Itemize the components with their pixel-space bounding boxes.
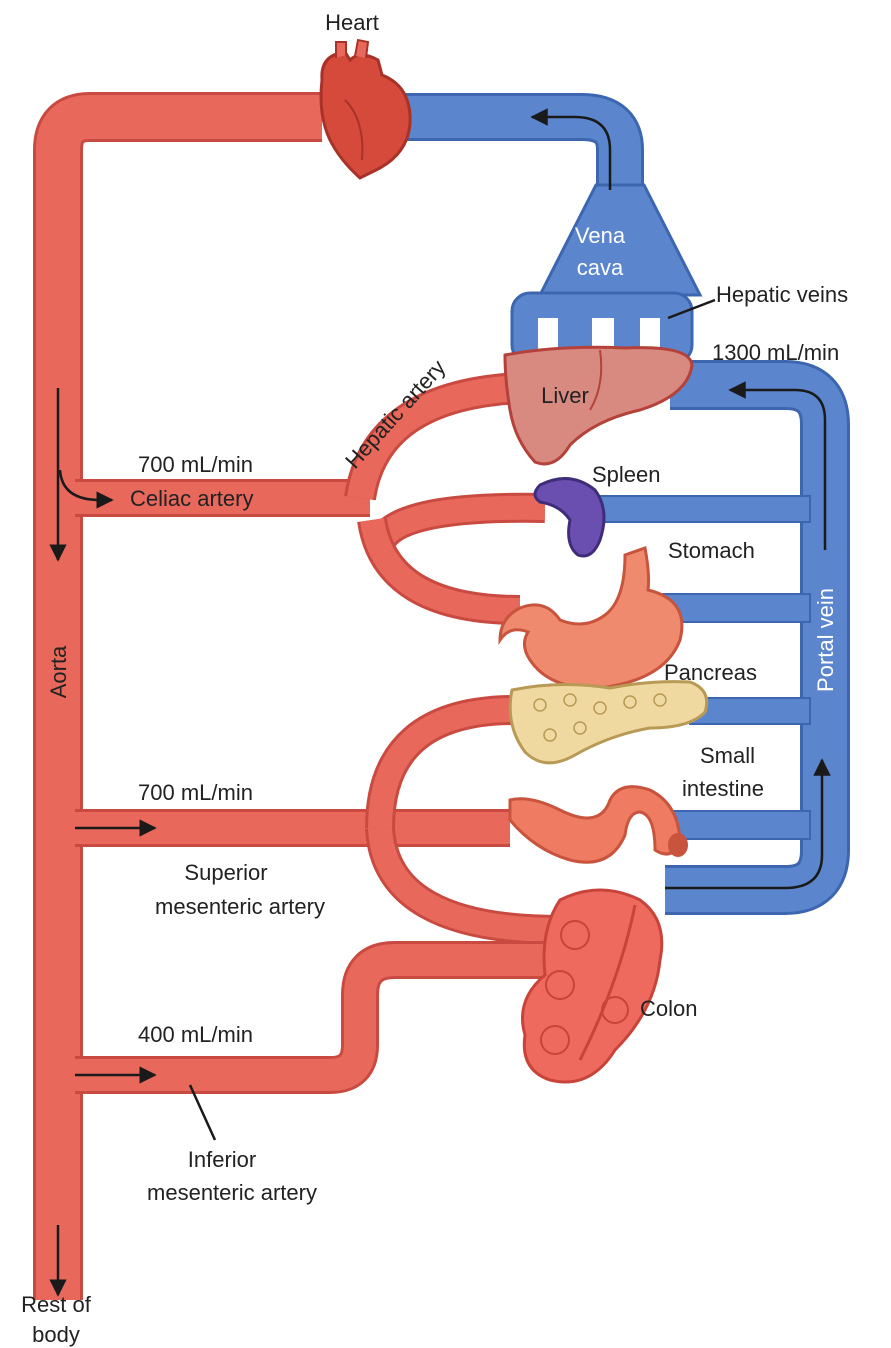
flow-inferior-label: 400 mL/min xyxy=(138,1022,253,1047)
stomach-icon xyxy=(500,548,682,688)
spleen-label: Spleen xyxy=(592,462,661,487)
heart-label: Heart xyxy=(325,10,379,35)
small-intestine-label-2: intestine xyxy=(682,776,764,801)
heart-icon xyxy=(321,40,410,178)
vena-cava-label-2: cava xyxy=(577,255,624,280)
flow-superior-label: 700 mL/min xyxy=(138,780,253,805)
liver-label: Liver xyxy=(541,383,589,408)
vena-cava-label-1: Vena xyxy=(575,223,626,248)
small-intestine-icon xyxy=(510,787,688,863)
inferior-mesenteric-vessel xyxy=(75,960,560,1075)
celiac-artery-label: Celiac artery xyxy=(130,486,253,511)
flow-celiac-label: 700 mL/min xyxy=(138,452,253,477)
pancreas-label: Pancreas xyxy=(664,660,757,685)
rest-of-body-label-2: body xyxy=(32,1322,80,1347)
inferior-mesenteric-label-2: mesenteric artery xyxy=(147,1180,317,1205)
liver-icon xyxy=(505,347,692,464)
hepatic-veins-label: Hepatic veins xyxy=(716,282,848,307)
colon-label: Colon xyxy=(640,996,697,1021)
portal-vein-label: Portal vein xyxy=(813,588,838,692)
arterial-system xyxy=(58,117,560,1300)
aorta-label: Aorta xyxy=(46,645,71,698)
superior-mesenteric-label-2: mesenteric artery xyxy=(155,894,325,919)
flow-liver-label: 1300 mL/min xyxy=(712,340,839,365)
superior-mesenteric-label-1: Superior xyxy=(184,860,267,885)
small-intestine-label-1: Small xyxy=(700,743,755,768)
spleen-icon xyxy=(535,479,604,556)
rest-of-body-label-1: Rest of xyxy=(21,1292,92,1317)
inferior-mesenteric-label-1: Inferior xyxy=(188,1147,256,1172)
stomach-label: Stomach xyxy=(668,538,755,563)
aorta-vessel xyxy=(58,117,322,1300)
labels: Heart Vena cava Hepatic veins 1300 mL/mi… xyxy=(21,10,848,1347)
pancreas-icon xyxy=(510,682,707,763)
